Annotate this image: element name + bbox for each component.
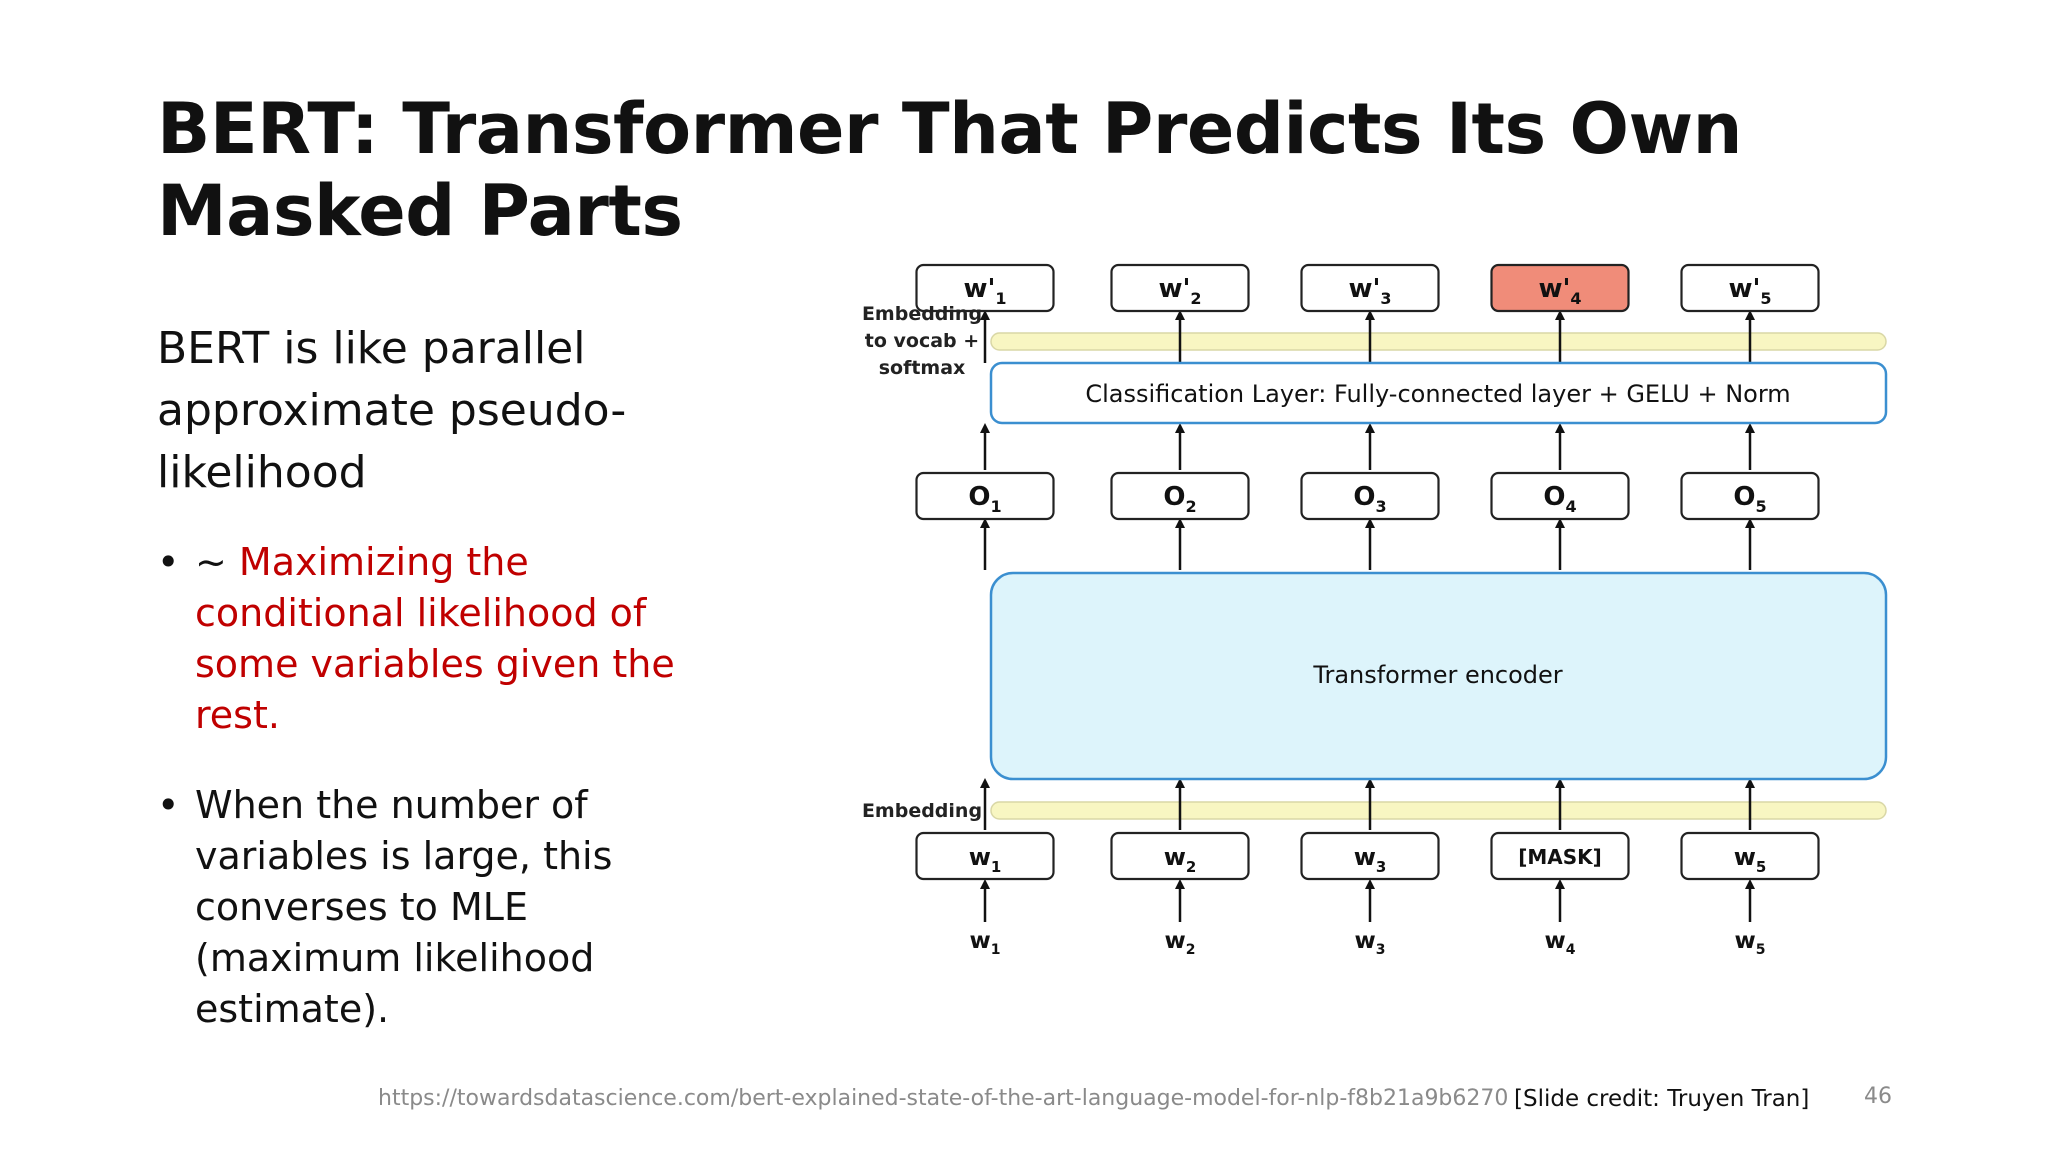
output-token-box-5 bbox=[1680, 263, 1820, 313]
output-token-label-4: w'4 bbox=[1538, 274, 1581, 308]
title-line-2: Masked Parts bbox=[157, 170, 683, 252]
bullet-2-line-4: (maximum likelihood bbox=[195, 936, 595, 980]
lead-line-2: approximate pseudo- bbox=[157, 385, 627, 436]
input-embedding-band bbox=[990, 801, 1887, 820]
source-url: https://towardsdatascience.com/bert-expl… bbox=[378, 1086, 1509, 1111]
embedding-label: Embedding bbox=[862, 800, 982, 822]
bullet-1-highlight: Maximizing the bbox=[238, 540, 529, 584]
bullet-1-marker: • bbox=[157, 540, 180, 584]
lead-line-1: BERT is like parallel bbox=[157, 323, 586, 374]
encoder-output-label-1: O1 bbox=[968, 482, 1001, 516]
vocab-embedding-band bbox=[990, 332, 1887, 351]
bullet-1-line-3: some variables given the bbox=[195, 642, 675, 686]
slide-credit: [Slide credit: Truyen Tran] bbox=[1514, 1086, 1810, 1112]
encoder-output-box-2 bbox=[1110, 471, 1250, 521]
transformer-encoder-label: Transformer encoder bbox=[1312, 661, 1562, 689]
bullet-1-line-1: ~ Maximizing the bbox=[157, 537, 717, 588]
input-token-label-1: w1 bbox=[969, 843, 1002, 876]
input-token-label-4: [MASK] bbox=[1518, 845, 1602, 869]
output-token-label-5: w'5 bbox=[1728, 274, 1771, 308]
bullet-2-line-2: variables is large, this bbox=[195, 834, 613, 878]
output-token-box-4 bbox=[1490, 263, 1630, 313]
title-line-1: BERT: Transformer That Predicts Its Own bbox=[157, 88, 1743, 170]
input-token-label-3: w3 bbox=[1354, 843, 1387, 876]
classification-layer-box bbox=[989, 361, 1888, 425]
input-token-label-2: w2 bbox=[1164, 843, 1197, 876]
encoder-output-box-3 bbox=[1300, 471, 1440, 521]
encoder-output-label-2: O2 bbox=[1163, 482, 1196, 516]
raw-word-5: w5 bbox=[1735, 928, 1766, 958]
encoder-output-box-5 bbox=[1680, 471, 1820, 521]
page-number: 46 bbox=[1864, 1084, 1892, 1109]
bullet-2: • When the number of variables is large,… bbox=[157, 780, 717, 1035]
bullet-1-prefix: ~ bbox=[195, 540, 239, 584]
bullet-2-line-1: When the number of bbox=[195, 783, 588, 827]
encoder-output-label-4: O4 bbox=[1543, 482, 1576, 516]
raw-word-3: w3 bbox=[1355, 928, 1386, 958]
output-token-label-1: w'1 bbox=[963, 274, 1006, 308]
bullet-1: • ~ Maximizing the conditional likelihoo… bbox=[157, 537, 717, 741]
input-token-label-5: w5 bbox=[1734, 843, 1767, 876]
input-token-box-3 bbox=[1300, 831, 1440, 881]
encoder-output-label-3: O3 bbox=[1353, 482, 1386, 516]
raw-word-1: w1 bbox=[970, 928, 1001, 958]
bullet-2-marker: • bbox=[157, 783, 180, 827]
lead-line-3: likelihood bbox=[157, 447, 367, 498]
encoder-output-label-5: O5 bbox=[1733, 482, 1766, 516]
raw-word-2: w2 bbox=[1165, 928, 1196, 958]
transformer-encoder-box bbox=[989, 571, 1888, 781]
input-token-box-4 bbox=[1490, 831, 1630, 881]
output-token-box-2 bbox=[1110, 263, 1250, 313]
bullet-2-line-3: converses to MLE bbox=[195, 885, 528, 929]
input-token-box-5 bbox=[1680, 831, 1820, 881]
output-token-box-1 bbox=[915, 263, 1055, 313]
slide-title: BERT: Transformer That Predicts Its Own … bbox=[157, 88, 1757, 252]
lead-text: BERT is like parallel approximate pseudo… bbox=[157, 318, 717, 504]
bullet-2-line-5: estimate). bbox=[195, 987, 390, 1031]
encoder-output-box-4 bbox=[1490, 471, 1630, 521]
classification-layer-label: Classification Layer: Fully-connected la… bbox=[1085, 380, 1790, 408]
bullet-1-line-4: rest. bbox=[195, 693, 280, 737]
input-token-box-1 bbox=[915, 831, 1055, 881]
output-token-box-3 bbox=[1300, 263, 1440, 313]
output-token-label-3: w'3 bbox=[1348, 274, 1391, 308]
bullet-1-line-2: conditional likelihood of bbox=[195, 591, 647, 635]
input-token-box-2 bbox=[1110, 831, 1250, 881]
raw-word-4: w4 bbox=[1545, 928, 1576, 958]
encoder-output-box-1 bbox=[915, 471, 1055, 521]
output-token-label-2: w'2 bbox=[1158, 274, 1201, 308]
